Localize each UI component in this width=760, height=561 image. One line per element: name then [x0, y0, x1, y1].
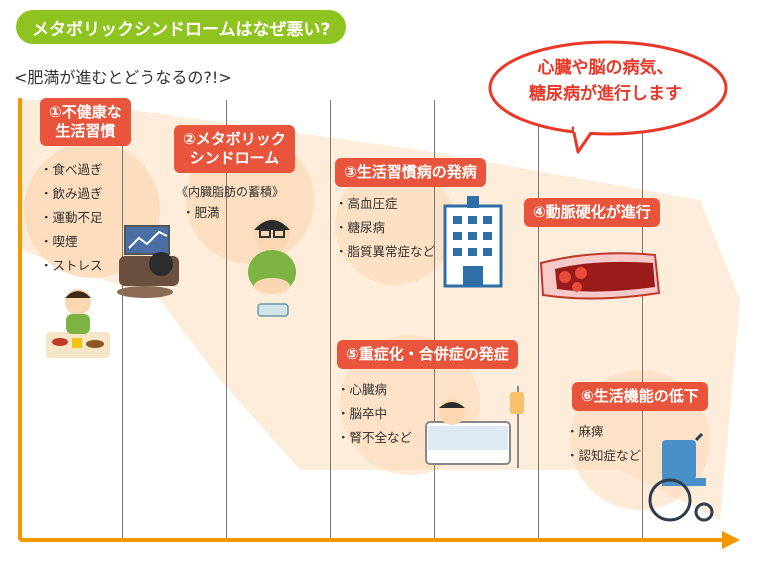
step-2-note: 《内臓脂肪の蓄積》: [176, 185, 285, 199]
list-item: ・高血圧症: [335, 196, 398, 211]
step-2-label-line2: シンドローム: [189, 148, 280, 167]
step-6-label: ⑥生活機能の低下: [572, 382, 708, 411]
step-3-label: ③生活習慣病の発病: [335, 158, 486, 187]
page-subtitle: <肥満が進むとどうなるの?!>: [14, 68, 232, 87]
step-2-label-line1: ②メタボリック: [183, 130, 286, 148]
list-item: ・糖尿病: [335, 220, 386, 235]
grid-line: [434, 100, 435, 538]
list-item: ・腎不全など: [337, 430, 413, 445]
list-item: ・運動不足: [40, 210, 103, 225]
obese-person-illustration: [248, 216, 296, 317]
grid-line: [330, 100, 331, 538]
bubble-line-1: 心臓や脳の病気、: [537, 58, 674, 78]
step-6-items: ・麻痺 ・認知症など: [566, 420, 641, 468]
grid-line: [642, 100, 643, 538]
step-1-label-line1: ①不健康な: [49, 103, 122, 121]
step-5-items: ・心臓病 ・脳卒中 ・腎不全など: [337, 378, 412, 450]
speech-bubble-text: 心臓や脳の病気、 糖尿病が進行します: [498, 55, 713, 107]
list-item: ・肥満: [182, 205, 220, 220]
grid-line: [538, 100, 539, 538]
list-item: ・食べ過ぎ: [40, 162, 103, 177]
grid-line: [226, 100, 227, 538]
eating-person-illustration: [46, 289, 110, 358]
step-1-label: ①不健康な 生活習慣: [40, 98, 131, 146]
hospital-illustration: [443, 196, 503, 288]
bubble-line-2: 糖尿病が進行します: [529, 84, 682, 104]
list-item: ・脳卒中: [337, 406, 388, 421]
hospital-bed-illustration: [425, 386, 524, 468]
speech-bubble: [488, 40, 728, 154]
step-1-label-line2: 生活習慣: [55, 121, 116, 140]
step-5-label: ⑤重症化・合併症の発症: [337, 340, 518, 369]
list-item: ・飲み過ぎ: [40, 186, 103, 201]
list-item: ・喫煙: [40, 234, 78, 249]
wheelchair-illustration: [648, 432, 714, 522]
list-item: ・脂質異常症など: [335, 244, 436, 259]
stress-illustration: [117, 225, 179, 298]
step-3-items: ・高血圧症 ・糖尿病 ・脂質異常症など: [335, 192, 435, 264]
list-item: ・麻痺: [566, 424, 604, 439]
list-item: ・心臓病: [337, 382, 388, 397]
step-2-items: ・肥満: [182, 201, 220, 225]
step-1-items: ・食べ過ぎ ・飲み過ぎ ・運動不足 ・喫煙 ・ストレス: [40, 158, 103, 278]
list-item: ・認知症など: [566, 448, 642, 463]
step-2-label: ②メタボリック シンドローム: [174, 125, 295, 173]
list-item: ・ストレス: [40, 258, 103, 273]
grid-line: [122, 100, 123, 538]
artery-illustration: [539, 252, 661, 300]
step-4-label: ④動脈硬化が進行: [524, 198, 660, 227]
page-title: メタボリックシンドロームはなぜ悪い?: [16, 10, 347, 44]
